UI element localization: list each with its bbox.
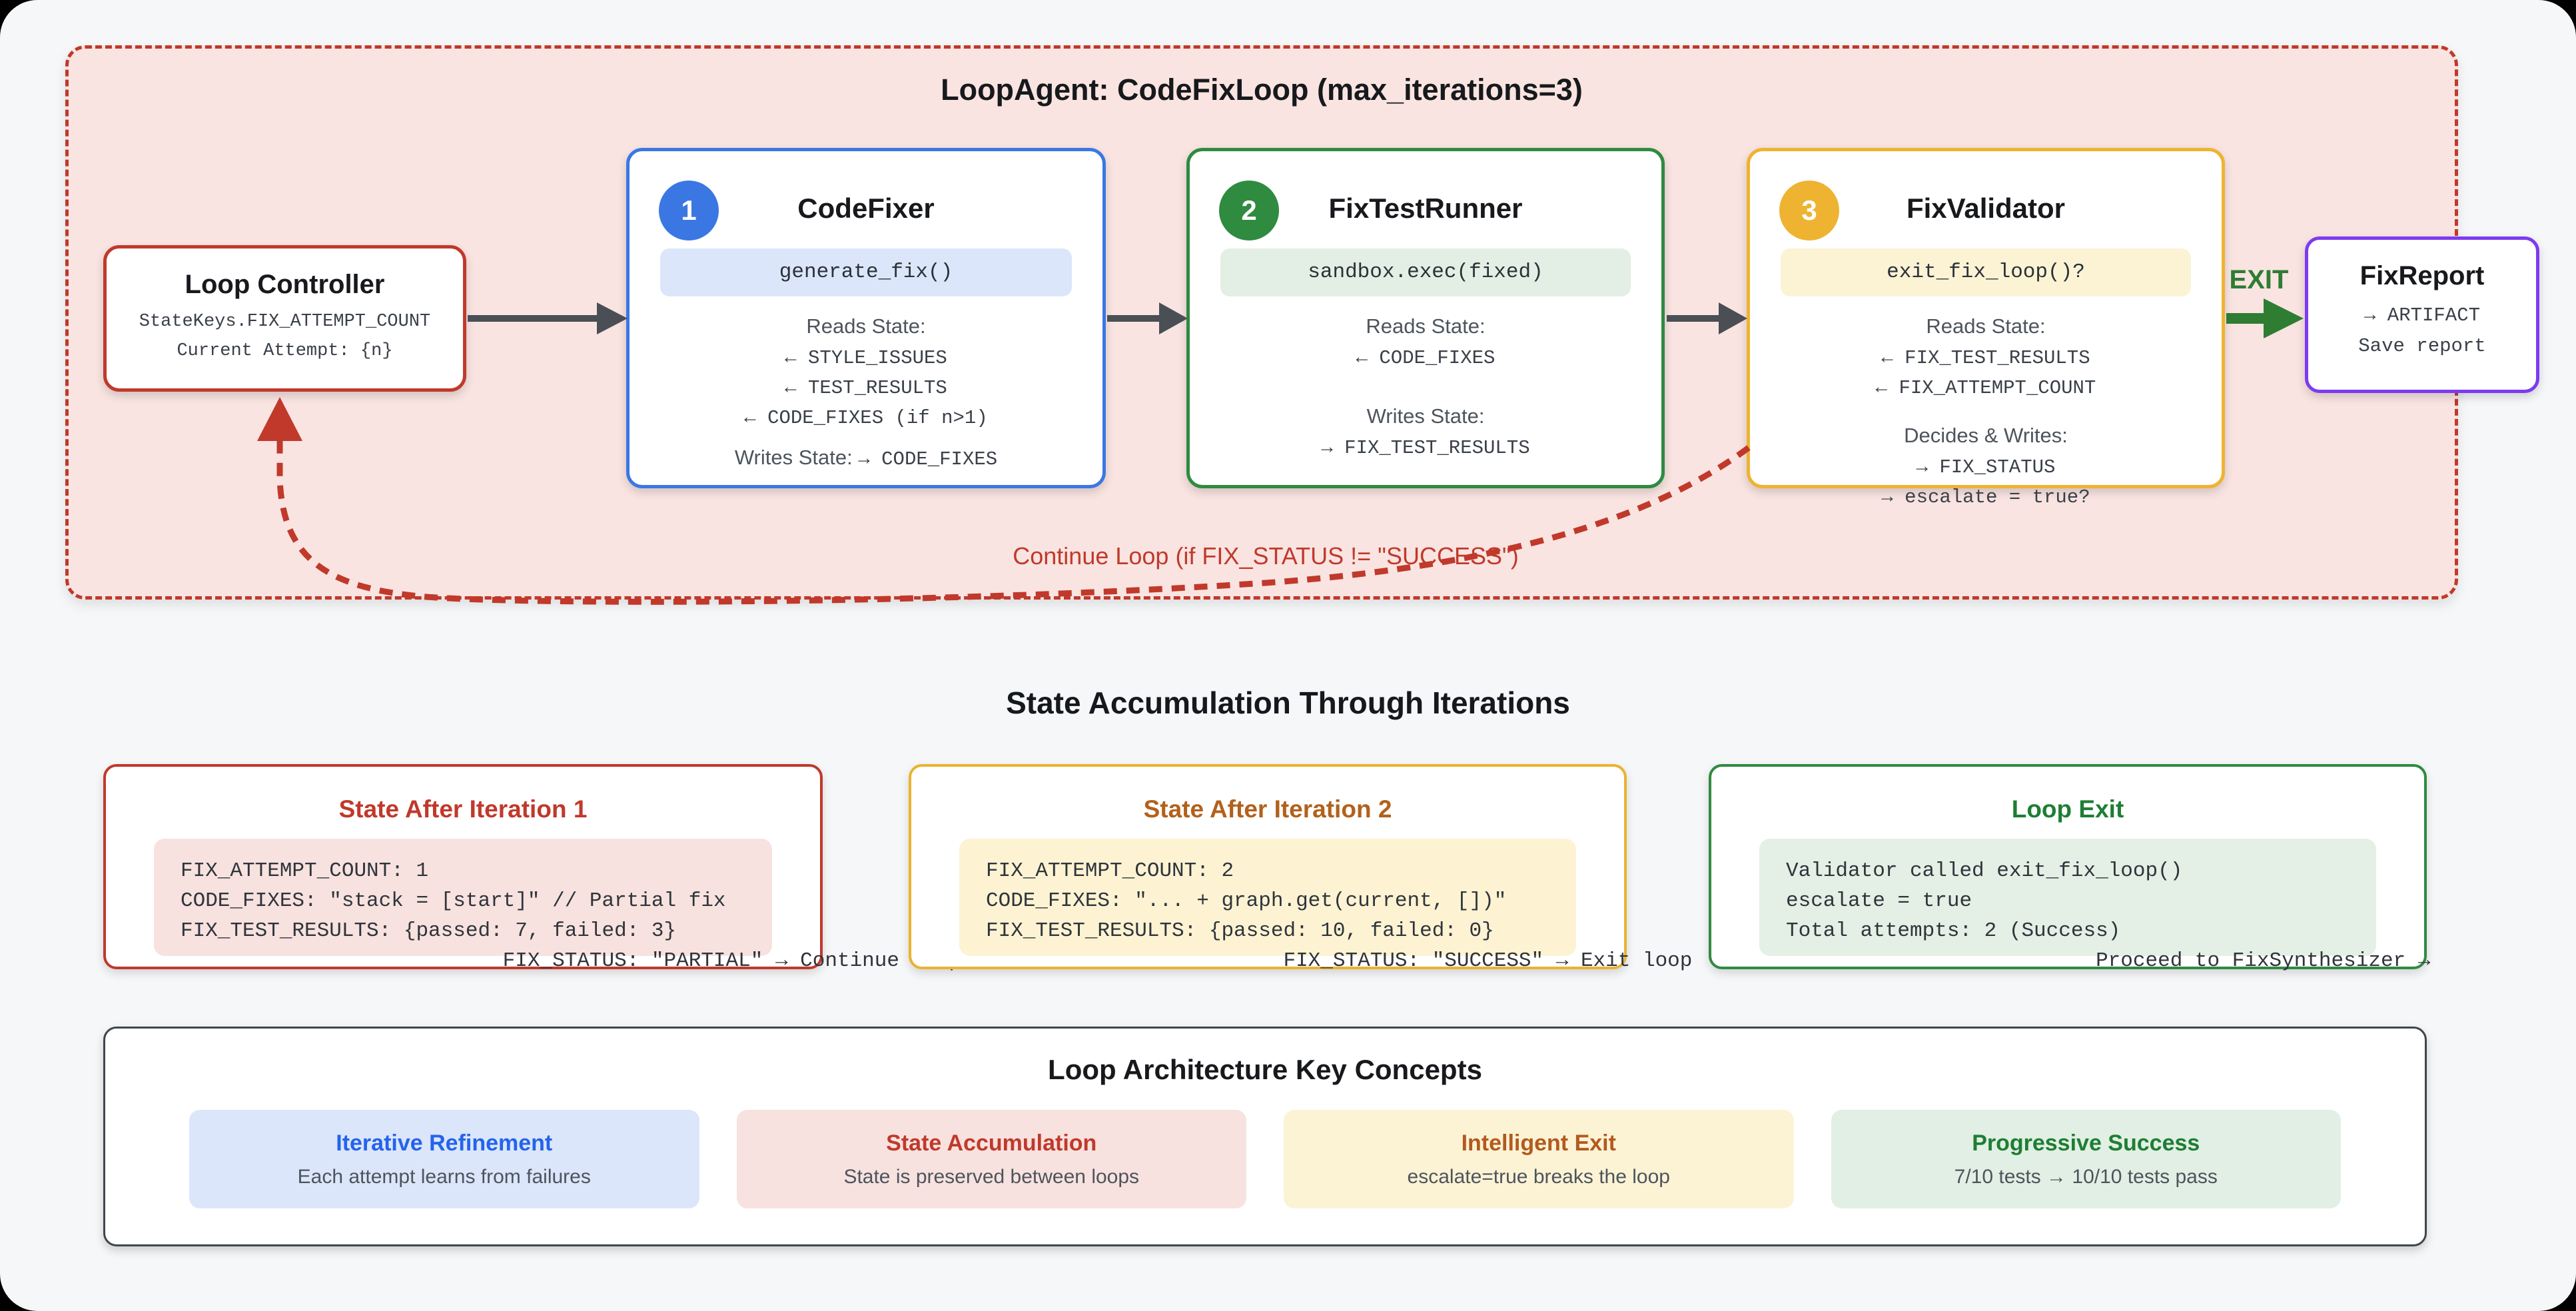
save-report-line: Save report: [2358, 335, 2486, 357]
concept-card-iterative-refinement: Iterative Refinement Each attempt learns…: [189, 1110, 699, 1208]
writes-state-label: Writes State:: [1366, 404, 1485, 428]
exit-label: EXIT: [2229, 265, 2289, 294]
fixvalidator-method-pill: exit_fix_loop()?: [1781, 248, 2191, 296]
loop-agent-title: LoopAgent: CodeFixLoop (max_iterations=3…: [941, 73, 1583, 107]
state-iteration-2-box: State After Iteration 2 FIX_ATTEMPT_COUN…: [909, 764, 1692, 973]
concept-card-progressive-success: Progressive Success 7/10 tests → 10/10 t…: [1831, 1110, 2341, 1208]
fixtestrunner-state-io: Reads State: ← CODE_FIXES Writes State: …: [1190, 310, 1661, 463]
concept-title: State Accumulation: [886, 1130, 1097, 1156]
fixtestrunner-title: FixTestRunner: [1328, 193, 1523, 224]
fixreport-box: FixReport → ARTIFACT Save report: [2305, 236, 2539, 393]
loop-controller-box: Loop Controller StateKeys.FIX_ATTEMPT_CO…: [103, 245, 466, 392]
reads-item: ← TEST_RESULTS: [785, 377, 947, 399]
writes-state-label: Writes State:: [734, 446, 853, 469]
writes-item: → FIX_TEST_RESULTS: [1321, 437, 1530, 459]
codefixer-method-pill: generate_fix(): [660, 248, 1072, 296]
reads-item: ← CODE_FIXES: [1356, 347, 1496, 369]
loop-controller-state: StateKeys.FIX_ATTEMPT_COUNT Current Atte…: [107, 307, 463, 366]
current-attempt-line: Current Attempt: {n}: [177, 341, 393, 361]
reads-item: ← STYLE_ISSUES: [785, 347, 947, 369]
codefixer-title: CodeFixer: [797, 193, 935, 224]
concept-desc: 7/10 tests → 10/10 tests pass: [1954, 1165, 2218, 1188]
writes-item-escalate: → escalate = true?: [1881, 486, 2090, 508]
state-iteration-1-code: FIX_ATTEMPT_COUNT: 1 CODE_FIXES: "stack …: [154, 839, 961, 973]
state-section-heading: State Accumulation Through Iterations: [1006, 685, 1570, 720]
concept-desc: Each attempt learns from failures: [297, 1165, 591, 1188]
writes-state-row: Writes State: → CODE_FIXES: [630, 441, 1102, 476]
writes-item: → CODE_FIXES: [858, 448, 998, 470]
fixtestrunner-box: 2 FixTestRunner sandbox.exec(fixed) Read…: [1186, 148, 1665, 488]
step-3-badge: 3: [1779, 181, 1839, 240]
loop-exit-code: Validator called exit_fix_loop() escalat…: [1759, 839, 2430, 973]
loop-exit-box: Loop Exit Validator called exit_fix_loop…: [1709, 764, 2430, 973]
writes-item: → FIX_STATUS: [1916, 456, 2056, 478]
concept-card-intelligent-exit: Intelligent Exit escalate=true breaks th…: [1284, 1110, 1794, 1208]
key-concepts-box: Loop Architecture Key Concepts Iterative…: [103, 1027, 2427, 1246]
codefixer-box: 1 CodeFixer generate_fix() Reads State: …: [626, 148, 1106, 488]
continue-loop-label: Continue Loop (if FIX_STATUS != "SUCCESS…: [1013, 542, 1519, 570]
fixtestrunner-method-pill: sandbox.exec(fixed): [1220, 248, 1631, 296]
reads-item: ← FIX_ATTEMPT_COUNT: [1875, 377, 2096, 399]
reads-item: ← CODE_FIXES (if n>1): [744, 407, 988, 429]
step-1-badge: 1: [659, 181, 719, 240]
fixvalidator-state-io: Reads State: ← FIX_TEST_RESULTS ← FIX_AT…: [1750, 310, 2222, 512]
loop-exit-title: Loop Exit: [2011, 795, 2124, 823]
state-iteration-2-title: State After Iteration 2: [1143, 795, 1392, 823]
state-key-line: StateKeys.FIX_ATTEMPT_COUNT: [139, 312, 431, 332]
concept-title: Intelligent Exit: [1461, 1130, 1616, 1156]
fixreport-title: FixReport: [2360, 261, 2485, 290]
concept-desc: State is preserved between loops: [843, 1165, 1140, 1188]
state-iteration-1-title: State After Iteration 1: [338, 795, 588, 823]
state-iteration-2-code: FIX_ATTEMPT_COUNT: 2 CODE_FIXES: "... + …: [959, 839, 1692, 973]
decides-writes-label: Decides & Writes:: [1904, 424, 2068, 447]
reads-state-label: Reads State:: [806, 314, 926, 338]
artifact-line: → ARTIFACT: [2363, 304, 2481, 326]
concept-cards: Iterative Refinement Each attempt learns…: [105, 1110, 2425, 1208]
step-2-badge: 2: [1219, 181, 1279, 240]
fixreport-lines: → ARTIFACT Save report: [2308, 300, 2536, 362]
fixvalidator-box: 3 FixValidator exit_fix_loop()? Reads St…: [1747, 148, 2225, 508]
fixvalidator-title: FixValidator: [1906, 193, 2066, 224]
concept-card-state-accumulation: State Accumulation State is preserved be…: [736, 1110, 1246, 1208]
key-concepts-title: Loop Architecture Key Concepts: [1048, 1054, 1482, 1085]
loop-controller-title: Loop Controller: [185, 270, 385, 299]
spacer: [1190, 373, 1661, 400]
reads-state-label: Reads State:: [1366, 314, 1486, 338]
reads-state-label: Reads State:: [1926, 314, 2046, 338]
concept-desc: escalate=true breaks the loop: [1407, 1165, 1670, 1188]
reads-item: ← FIX_TEST_RESULTS: [1881, 347, 2090, 369]
codefixer-state-io: Reads State: ← STYLE_ISSUES ← TEST_RESUL…: [630, 310, 1102, 476]
state-iteration-1-box: State After Iteration 1 FIX_ATTEMPT_COUN…: [103, 764, 961, 973]
concept-title: Progressive Success: [1972, 1130, 2200, 1156]
concept-title: Iterative Refinement: [336, 1130, 553, 1156]
